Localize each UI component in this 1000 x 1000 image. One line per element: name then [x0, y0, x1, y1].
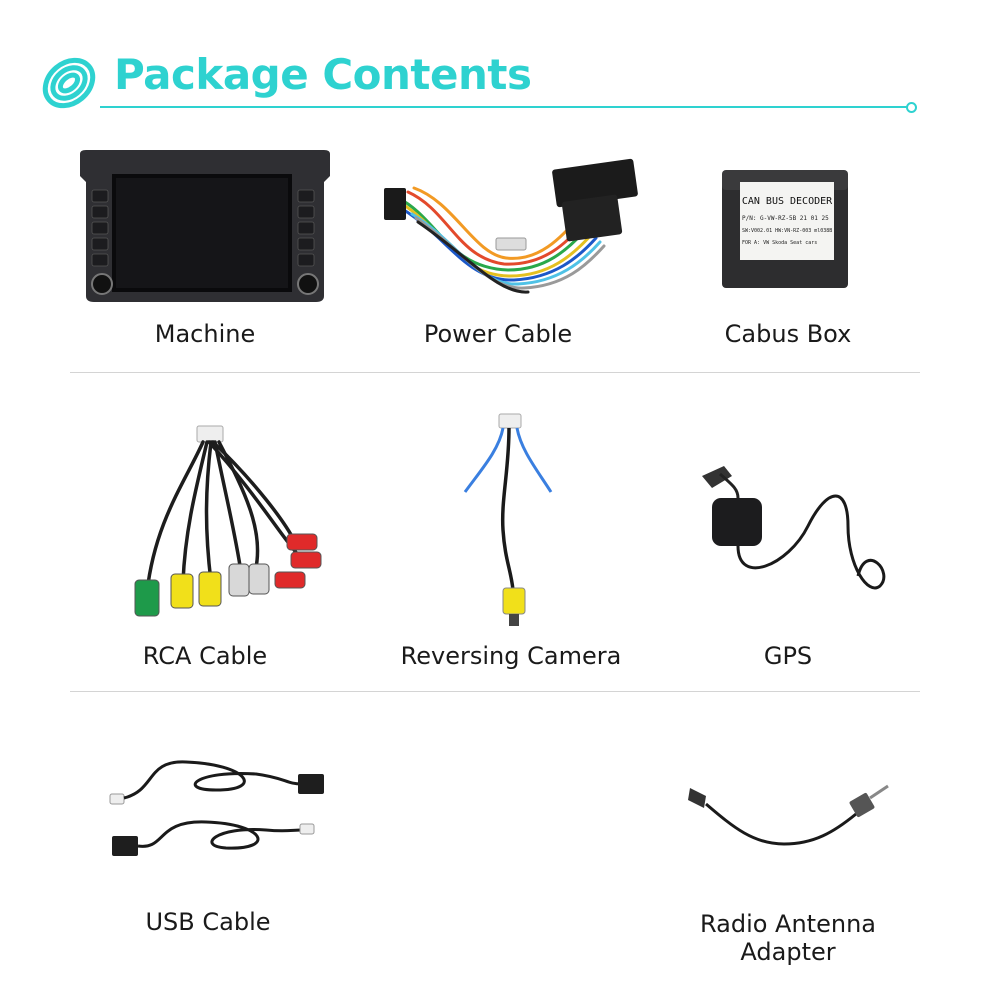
- item-usb-cable: USB Cable: [48, 750, 368, 950]
- row-divider: [70, 691, 920, 692]
- item-machine: Machine: [45, 140, 365, 360]
- box-title-text: CAN BUS DECODER: [742, 196, 833, 207]
- item-power-cable: Power Cable: [338, 140, 658, 360]
- header: Package Contents: [0, 0, 1000, 120]
- page-title: Package Contents: [114, 50, 532, 99]
- decoder-box-icon: CAN BUS DECODER P/N: G-VW-RZ-5B 21 01 25…: [722, 170, 848, 288]
- item-label: Power Cable: [423, 320, 573, 348]
- item-cabus-box: CAN BUS DECODER P/N: G-VW-RZ-5B 21 01 25…: [628, 140, 948, 360]
- item-label: Machine: [154, 320, 256, 348]
- camera-cable-icon: [463, 413, 553, 626]
- title-underline: [100, 106, 908, 108]
- item-label: USB Cable: [145, 908, 271, 936]
- item-reversing-camera: Reversing Camera: [351, 410, 671, 680]
- wire-harness-icon: [384, 158, 638, 294]
- item-label: Radio Antenna Adapter: [699, 910, 876, 966]
- item-label: Cabus Box: [724, 320, 852, 348]
- box-line-text: P/N: G-VW-RZ-5B 21 01 25: [742, 215, 829, 222]
- car-stereo-icon: [80, 150, 330, 302]
- box-line-text: FOR A: VW Skoda Seat cars: [742, 240, 817, 246]
- item-radio-antenna-adapter: Radio Antenna Adapter: [628, 760, 948, 970]
- spiral-coil-icon: [42, 57, 96, 109]
- item-rca-cable: RCA Cable: [45, 410, 365, 680]
- item-label: Reversing Camera: [400, 642, 622, 670]
- row-divider: [70, 372, 920, 373]
- item-gps: GPS: [628, 410, 948, 680]
- gps-antenna-icon: [702, 466, 886, 590]
- box-line-text: SW:V002.01 HW:VN-RZ-003 ml038B: [742, 228, 832, 234]
- title-underline-dot: [906, 102, 917, 113]
- antenna-adapter-icon: [688, 784, 889, 846]
- rca-cable-icon: [134, 425, 322, 617]
- item-label: GPS: [763, 642, 813, 670]
- usb-cable-icon: [109, 760, 324, 856]
- item-label: RCA Cable: [142, 642, 268, 670]
